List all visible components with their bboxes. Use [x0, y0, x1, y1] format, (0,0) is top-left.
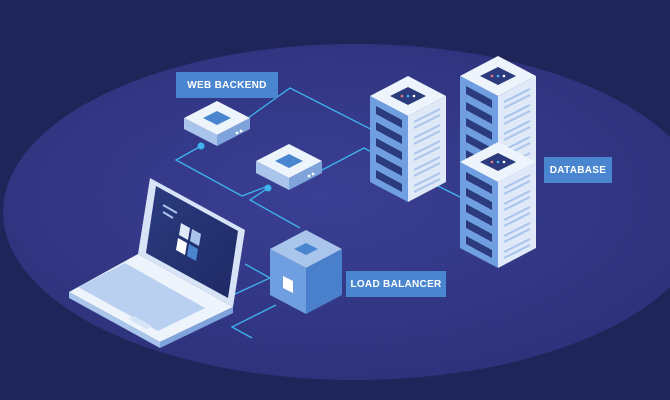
web-backend-label: WEB BACKEND: [176, 72, 278, 98]
connector-web-to-router: [174, 145, 269, 197]
connector-router-to-lb: [248, 187, 301, 229]
connector-lb-to-bottom: [230, 304, 277, 339]
laptop-icon: [69, 178, 245, 348]
load-balancer-label: LOAD BALANCER: [346, 271, 446, 297]
database-server-icon: [370, 76, 446, 202]
database-server-icon: [460, 142, 536, 268]
load-balancer-cube-icon: [270, 230, 342, 314]
connector-node-dot: [264, 184, 272, 192]
web-backend-node-icon: [184, 101, 250, 146]
router-node-icon: [256, 144, 322, 190]
connector-web-to-db: [247, 87, 393, 141]
background-ellipse: [3, 44, 670, 380]
database-label: DATABASE: [544, 157, 612, 183]
connector-node-dot: [197, 142, 205, 150]
